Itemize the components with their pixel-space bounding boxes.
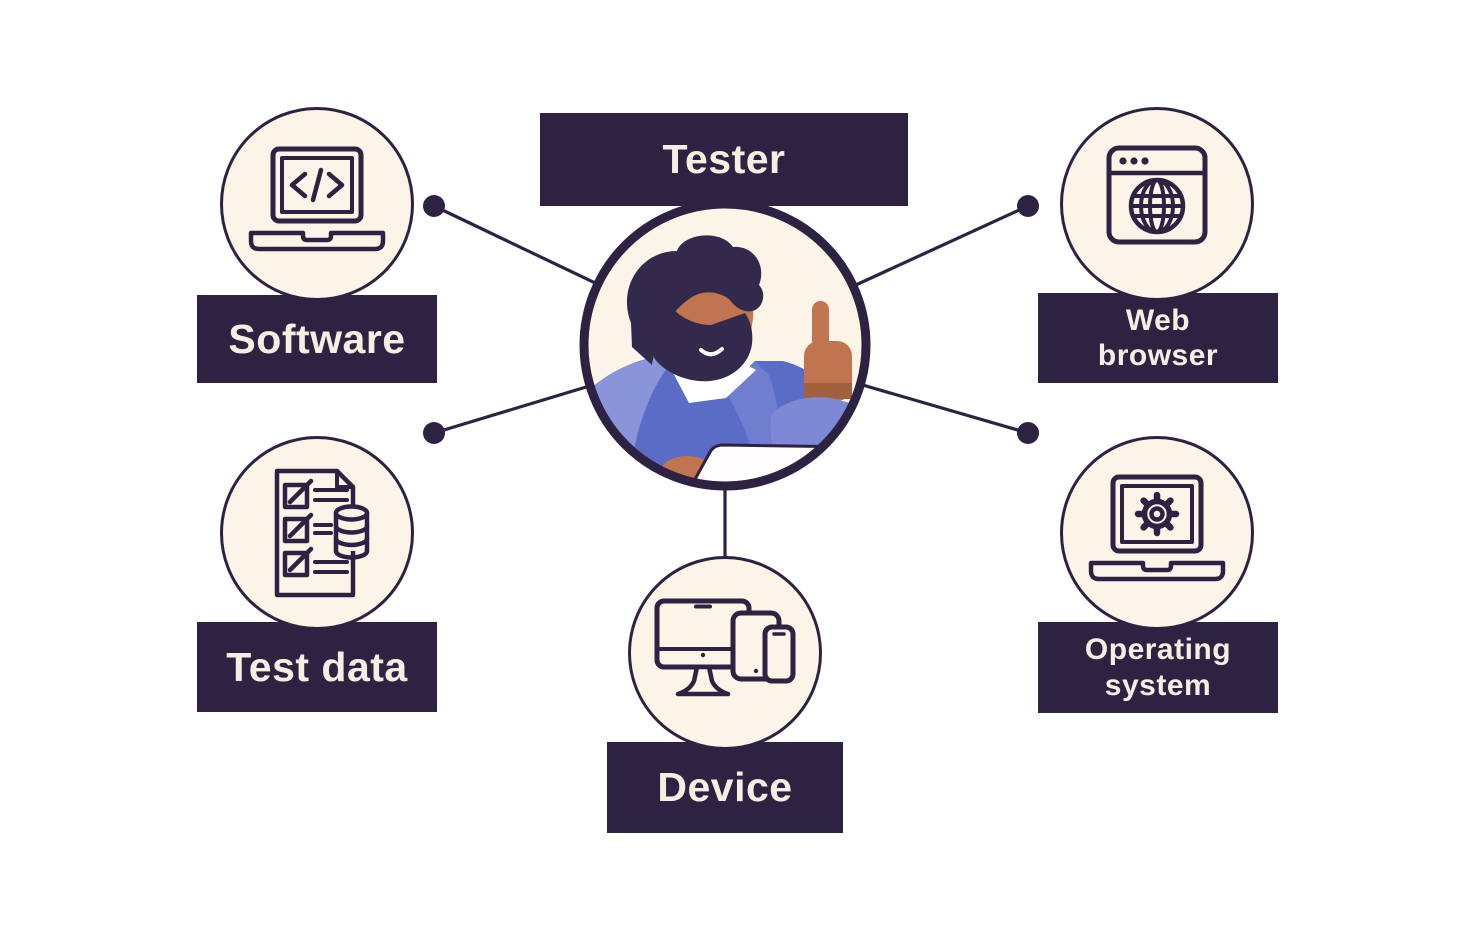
test-data-label: Test data <box>197 622 437 712</box>
web-browser-circle <box>1060 107 1254 301</box>
software-label: Software <box>197 295 437 383</box>
laptop-code-icon <box>248 146 386 252</box>
tester-portrait <box>575 195 875 495</box>
portrait-ring <box>579 199 871 491</box>
browser-globe-icon <box>1106 145 1208 245</box>
operating-system-label: Operating system <box>1038 622 1278 713</box>
software-circle <box>220 107 414 301</box>
laptop-gear-icon <box>1088 474 1226 582</box>
connector-dot <box>1017 195 1039 217</box>
test-data-circle <box>220 436 414 630</box>
operating-system-circle <box>1060 436 1254 630</box>
desktop-tablet-phone-icon <box>654 598 796 697</box>
device-circle <box>628 556 822 750</box>
tester-label: Tester <box>540 113 908 206</box>
gear-glyph <box>1134 491 1180 537</box>
web-browser-label: Web browser <box>1038 293 1278 383</box>
checklist-database-icon <box>274 468 370 598</box>
connector-dot <box>423 195 445 217</box>
device-label: Device <box>607 742 843 833</box>
connector-dot <box>1017 422 1039 444</box>
man-thumbs-up-illustration <box>579 199 871 491</box>
database-cylinder <box>333 504 370 560</box>
connector-dot <box>423 422 445 444</box>
